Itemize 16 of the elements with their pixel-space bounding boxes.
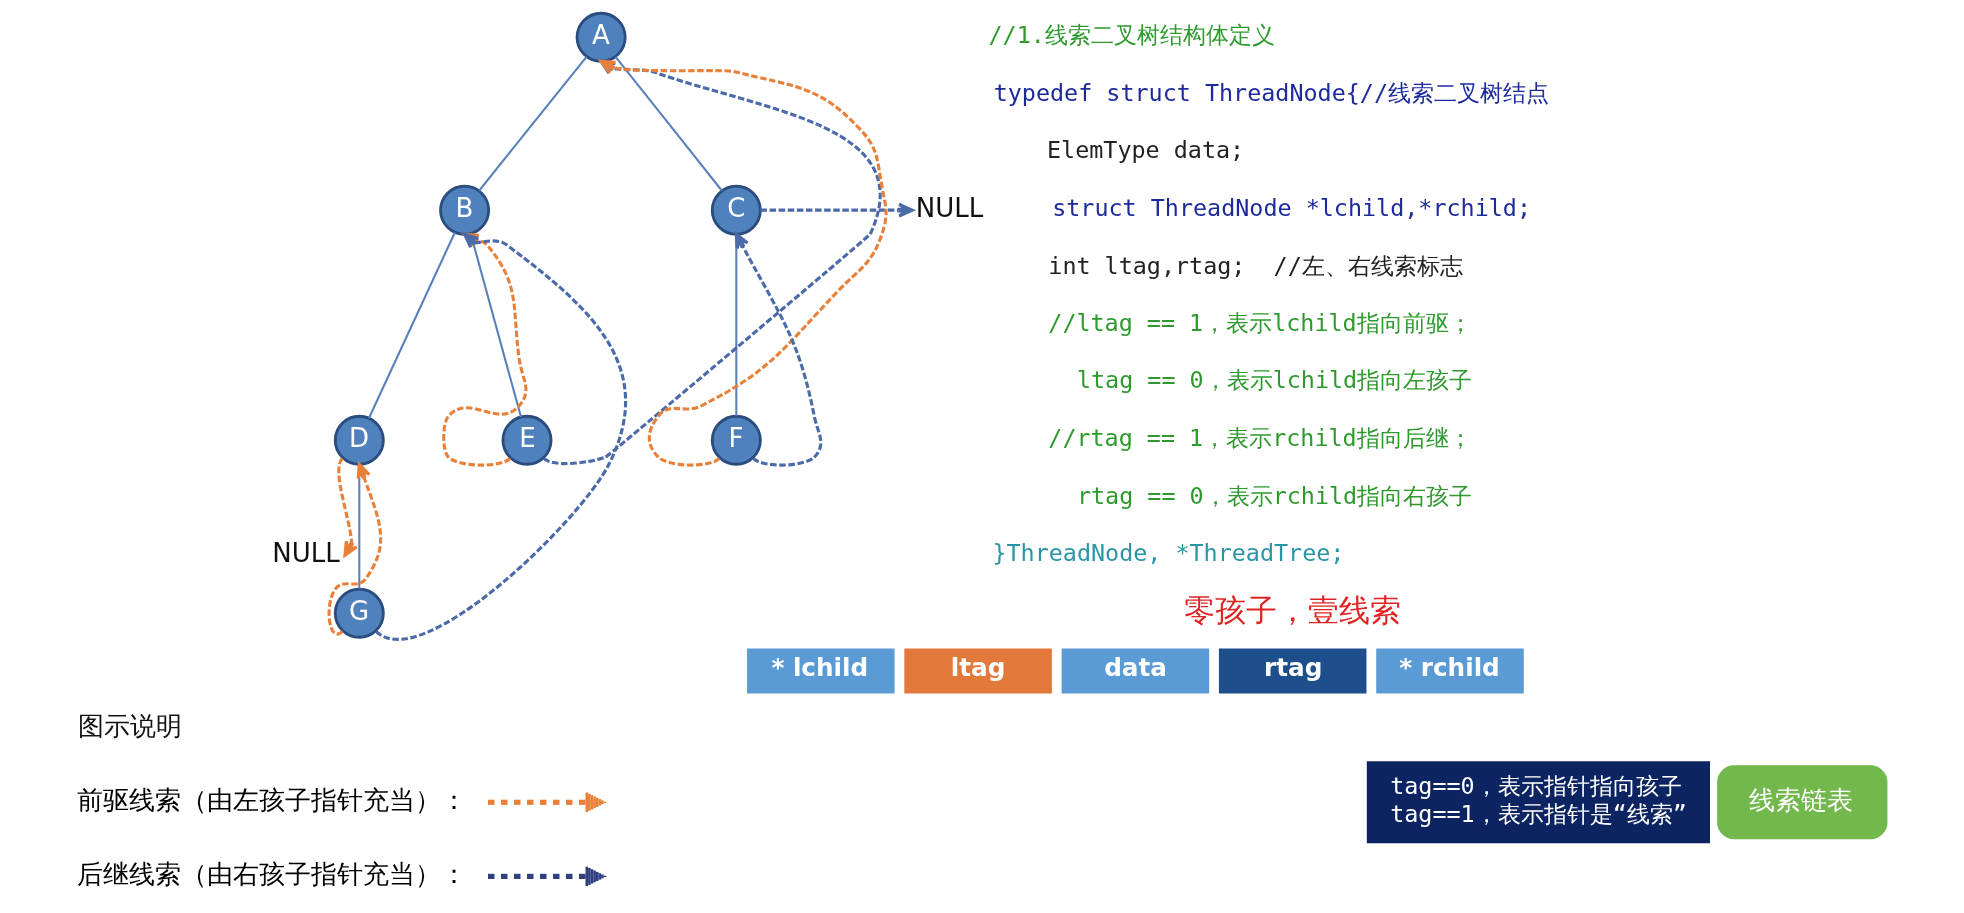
label: rtag == 0，表示rchild指向右孩子 bbox=[1076, 481, 1473, 510]
label: ltag == 0，表示lchild指向左孩子 bbox=[1076, 366, 1473, 395]
node-text: NULL bbox=[915, 192, 984, 223]
label: }ThreadNode, *ThreadTree; bbox=[992, 539, 1345, 568]
legend-label: 后继线索（由右孩子指针充当）： bbox=[77, 858, 468, 889]
label: ElemType data; bbox=[1047, 136, 1245, 165]
label: int ltag,rtag; //左、右线索标志 bbox=[1048, 251, 1463, 280]
label: 图示说明 bbox=[78, 710, 183, 741]
label: 零孩子，壹线索 bbox=[1184, 592, 1402, 629]
legend-label: 前驱线索（由左孩子指针充当）： bbox=[77, 784, 468, 815]
label: //ltag == 1，表示lchild指向前驱； bbox=[1048, 308, 1472, 337]
label: struct ThreadNode *lchild,*rchild; bbox=[1052, 193, 1532, 222]
label: typedef struct ThreadNode{//线索二叉树结点 bbox=[993, 78, 1550, 107]
label: //1.线索二叉树结构体定义 bbox=[988, 20, 1275, 49]
node-text: NULL bbox=[272, 537, 340, 568]
label: //rtag == 1，表示rchild指向后继； bbox=[1048, 423, 1472, 452]
